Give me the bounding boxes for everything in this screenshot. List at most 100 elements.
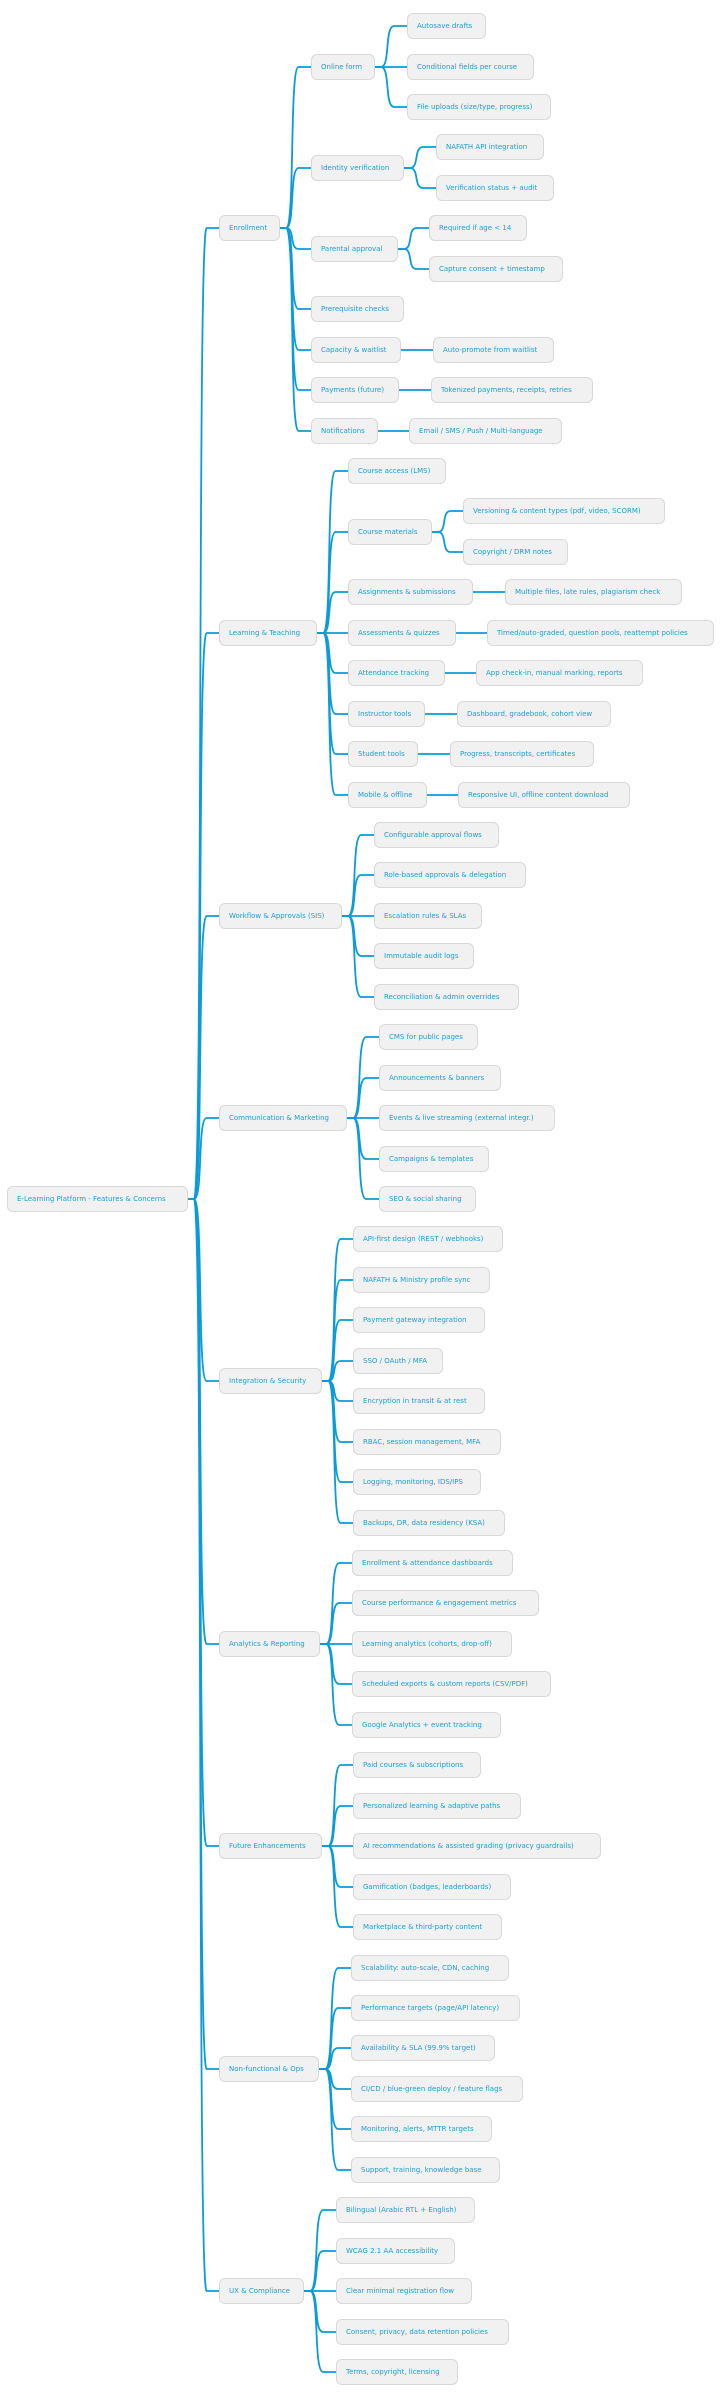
- mindmap-node-monitoring-alerts-mttr-targets[interactable]: Monitoring, alerts, MTTR targets: [351, 2116, 492, 2142]
- mindmap-node-versioning-content-types-pdf-video-scorm[interactable]: Versioning & content types (pdf, video, …: [463, 498, 665, 524]
- mindmap-node-performance-targets-page-api-latency[interactable]: Performance targets (page/API latency): [351, 1995, 520, 2021]
- mindmap-node-conditional-fields-per-course[interactable]: Conditional fields per course: [407, 54, 534, 80]
- connector-line: [347, 1077, 379, 1119]
- mindmap-node-api-first-design-rest-webhooks[interactable]: API-first design (REST / webhooks): [353, 1226, 503, 1252]
- mindmap-node-bilingual-arabic-rtl-english[interactable]: Bilingual (Arabic RTL + English): [336, 2197, 475, 2223]
- mindmap-node-configurable-approval-flows[interactable]: Configurable approval flows: [374, 822, 499, 848]
- mindmap-node-nafath-ministry-profile-sync[interactable]: NAFATH & Ministry profile sync: [353, 1267, 490, 1293]
- mindmap-node-parental-approval[interactable]: Parental approval: [311, 236, 398, 262]
- connector-line: [319, 2047, 351, 2070]
- mindmap-node-app-check-in-manual-marking-reports[interactable]: App check-in, manual marking, reports: [476, 660, 643, 686]
- mindmap-node-availability-sla-99-9-target[interactable]: Availability & SLA (99.9% target): [351, 2035, 495, 2061]
- mindmap-node-attendance-tracking[interactable]: Attendance tracking: [348, 660, 445, 686]
- mindmap-node-multiple-files-late-rules-plagiarism-check[interactable]: Multiple files, late rules, plagiarism c…: [505, 579, 682, 605]
- connector-line: [322, 1380, 353, 1524]
- mindmap-node-ci-cd-blue-green-deploy-feature-flags[interactable]: CI/CD / blue-green deploy / feature flag…: [351, 2076, 523, 2102]
- mindmap-node-learning-teaching[interactable]: Learning & Teaching: [219, 620, 317, 646]
- mindmap-node-file-uploads-size-type-progress[interactable]: File uploads (size/type, progress): [407, 94, 551, 120]
- mindmap-node-email-sms-push-multi-language[interactable]: Email / SMS / Push / Multi-language: [409, 418, 562, 444]
- mindmap-node-auto-promote-from-waitlist[interactable]: Auto-promote from waitlist: [433, 337, 554, 363]
- connector-line: [320, 1643, 352, 1726]
- mindmap-node-integration-security[interactable]: Integration & Security: [219, 1368, 322, 1394]
- mindmap-node-notifications[interactable]: Notifications: [311, 418, 378, 444]
- mindmap-node-campaigns-templates[interactable]: Campaigns & templates: [379, 1146, 489, 1172]
- mindmap-node-mobile-offline[interactable]: Mobile & offline: [348, 782, 427, 808]
- connector-line: [280, 227, 311, 250]
- mindmap-node-encryption-in-transit-at-rest[interactable]: Encryption in transit & at rest: [353, 1388, 485, 1414]
- mindmap-node-marketplace-third-party-content[interactable]: Marketplace & third-party content: [353, 1914, 502, 1940]
- connector-line: [342, 915, 374, 998]
- mindmap-node-payment-gateway-integration[interactable]: Payment gateway integration: [353, 1307, 485, 1333]
- mindmap-node-gamification-badges-leaderboards[interactable]: Gamification (badges, leaderboards): [353, 1874, 511, 1900]
- mindmap-node-nafath-api-integration[interactable]: NAFATH API integration: [436, 134, 544, 160]
- mindmap-node-timed-auto-graded-question-pools-reattempt-policies[interactable]: Timed/auto-graded, question pools, reatt…: [487, 620, 714, 646]
- mindmap-node-prerequisite-checks[interactable]: Prerequisite checks: [311, 296, 404, 322]
- mindmap-root-node[interactable]: E-Learning Platform - Features & Concern…: [7, 1186, 188, 1212]
- mindmap-node-analytics-reporting[interactable]: Analytics & Reporting: [219, 1631, 320, 1657]
- connector-line: [188, 1198, 219, 2070]
- mindmap-node-enrollment[interactable]: Enrollment: [219, 215, 280, 241]
- mindmap-node-enrollment-attendance-dashboards[interactable]: Enrollment & attendance dashboards: [352, 1550, 513, 1576]
- connector-line: [319, 1967, 351, 2070]
- connector-line: [432, 510, 463, 533]
- connector-line: [280, 167, 311, 229]
- mindmap-node-role-based-approvals-delegation[interactable]: Role-based approvals & delegation: [374, 862, 526, 888]
- mindmap-node-clear-minimal-registration-flow[interactable]: Clear minimal registration flow: [336, 2278, 472, 2304]
- mindmap-node-online-form[interactable]: Online form: [311, 54, 375, 80]
- connector-line: [317, 632, 348, 796]
- mindmap-node-responsive-ui-offline-content-download[interactable]: Responsive UI, offline content download: [458, 782, 630, 808]
- mindmap-node-rbac-session-management-mfa[interactable]: RBAC, session management, MFA: [353, 1429, 501, 1455]
- mindmap-node-reconciliation-admin-overrides[interactable]: Reconciliation & admin overrides: [374, 984, 519, 1010]
- connector-line: [432, 531, 463, 553]
- mindmap-node-consent-privacy-data-retention-policies[interactable]: Consent, privacy, data retention policie…: [336, 2319, 509, 2345]
- connector-line: [317, 531, 348, 634]
- mindmap-node-identity-verification[interactable]: Identity verification: [311, 155, 404, 181]
- mindmap-node-instructor-tools[interactable]: Instructor tools: [348, 701, 425, 727]
- mindmap-node-paid-courses-subscriptions[interactable]: Paid courses & subscriptions: [353, 1752, 481, 1778]
- connector-line: [375, 66, 407, 108]
- mindmap-node-cms-for-public-pages[interactable]: CMS for public pages: [379, 1024, 478, 1050]
- mindmap-node-scheduled-exports-custom-reports-csv-pdf[interactable]: Scheduled exports & custom reports (CSV/…: [352, 1671, 551, 1697]
- mindmap-node-capture-consent-timestamp[interactable]: Capture consent + timestamp: [429, 256, 563, 282]
- connector-line: [188, 915, 219, 1200]
- mindmap-node-personalized-learning-adaptive-paths[interactable]: Personalized learning & adaptive paths: [353, 1793, 521, 1819]
- mindmap-node-non-functional-ops[interactable]: Non-functional & Ops: [219, 2056, 319, 2082]
- mindmap-node-immutable-audit-logs[interactable]: Immutable audit logs: [374, 943, 474, 969]
- mindmap-node-communication-marketing[interactable]: Communication & Marketing: [219, 1105, 347, 1131]
- mindmap-node-ux-compliance[interactable]: UX & Compliance: [219, 2278, 304, 2304]
- mindmap-node-announcements-banners[interactable]: Announcements & banners: [379, 1065, 501, 1091]
- mindmap-node-events-live-streaming-external-integr[interactable]: Events & live streaming (external integr…: [379, 1105, 555, 1131]
- connector-line: [398, 248, 429, 270]
- mindmap-node-dashboard-gradebook-cohort-view[interactable]: Dashboard, gradebook, cohort view: [457, 701, 611, 727]
- mindmap-node-required-if-age-14[interactable]: Required if age < 14: [429, 215, 527, 241]
- mindmap-node-assignments-submissions[interactable]: Assignments & submissions: [348, 579, 473, 605]
- connector-line: [319, 2068, 351, 2130]
- mindmap-node-support-training-knowledge-base[interactable]: Support, training, knowledge base: [351, 2157, 500, 2183]
- mindmap-node-course-performance-engagement-metrics[interactable]: Course performance & engagement metrics: [352, 1590, 539, 1616]
- mindmap-node-scalability-auto-scale-cdn-caching[interactable]: Scalability: auto-scale, CDN, caching: [351, 1955, 509, 1981]
- mindmap-node-copyright-drm-notes[interactable]: Copyright / DRM notes: [463, 539, 568, 565]
- mindmap-node-seo-social-sharing[interactable]: SEO & social sharing: [379, 1186, 476, 1212]
- mindmap-node-assessments-quizzes[interactable]: Assessments & quizzes: [348, 620, 456, 646]
- mindmap-node-tokenized-payments-receipts-retries[interactable]: Tokenized payments, receipts, retries: [431, 377, 593, 403]
- mindmap-node-google-analytics-event-tracking[interactable]: Google Analytics + event tracking: [352, 1712, 501, 1738]
- mindmap-node-workflow-approvals-sis[interactable]: Workflow & Approvals (SIS): [219, 903, 342, 929]
- mindmap-node-learning-analytics-cohorts-drop-off[interactable]: Learning analytics (cohorts, drop-off): [352, 1631, 512, 1657]
- mindmap-node-course-access-lms[interactable]: Course access (LMS): [348, 458, 446, 484]
- mindmap-node-progress-transcripts-certificates[interactable]: Progress, transcripts, certificates: [450, 741, 594, 767]
- mindmap-node-verification-status-audit[interactable]: Verification status + audit: [436, 175, 554, 201]
- mindmap-node-wcag-2-1-aa-accessibility[interactable]: WCAG 2.1 AA accessibility: [336, 2238, 455, 2264]
- mindmap-node-autosave-drafts[interactable]: Autosave drafts: [407, 13, 486, 39]
- mindmap-node-ai-recommendations-assisted-grading-privacy-guardrails[interactable]: AI recommendations & assisted grading (p…: [353, 1833, 601, 1859]
- mindmap-node-course-materials[interactable]: Course materials: [348, 519, 432, 545]
- mindmap-node-capacity-waitlist[interactable]: Capacity & waitlist: [311, 337, 401, 363]
- mindmap-node-future-enhancements[interactable]: Future Enhancements: [219, 1833, 322, 1859]
- mindmap-node-escalation-rules-slas[interactable]: Escalation rules & SLAs: [374, 903, 482, 929]
- mindmap-node-logging-monitoring-ids-ips[interactable]: Logging, monitoring, IDS/IPS: [353, 1469, 481, 1495]
- mindmap-node-backups-dr-data-residency-ksa[interactable]: Backups, DR, data residency (KSA): [353, 1510, 505, 1536]
- connector-line: [188, 1198, 219, 2292]
- mindmap-node-student-tools[interactable]: Student tools: [348, 741, 418, 767]
- mindmap-node-sso-oauth-mfa[interactable]: SSO / OAuth / MFA: [353, 1348, 443, 1374]
- mindmap-node-terms-copyright-licensing[interactable]: Terms, copyright, licensing: [336, 2359, 458, 2385]
- mindmap-node-payments-future[interactable]: Payments (future): [311, 377, 399, 403]
